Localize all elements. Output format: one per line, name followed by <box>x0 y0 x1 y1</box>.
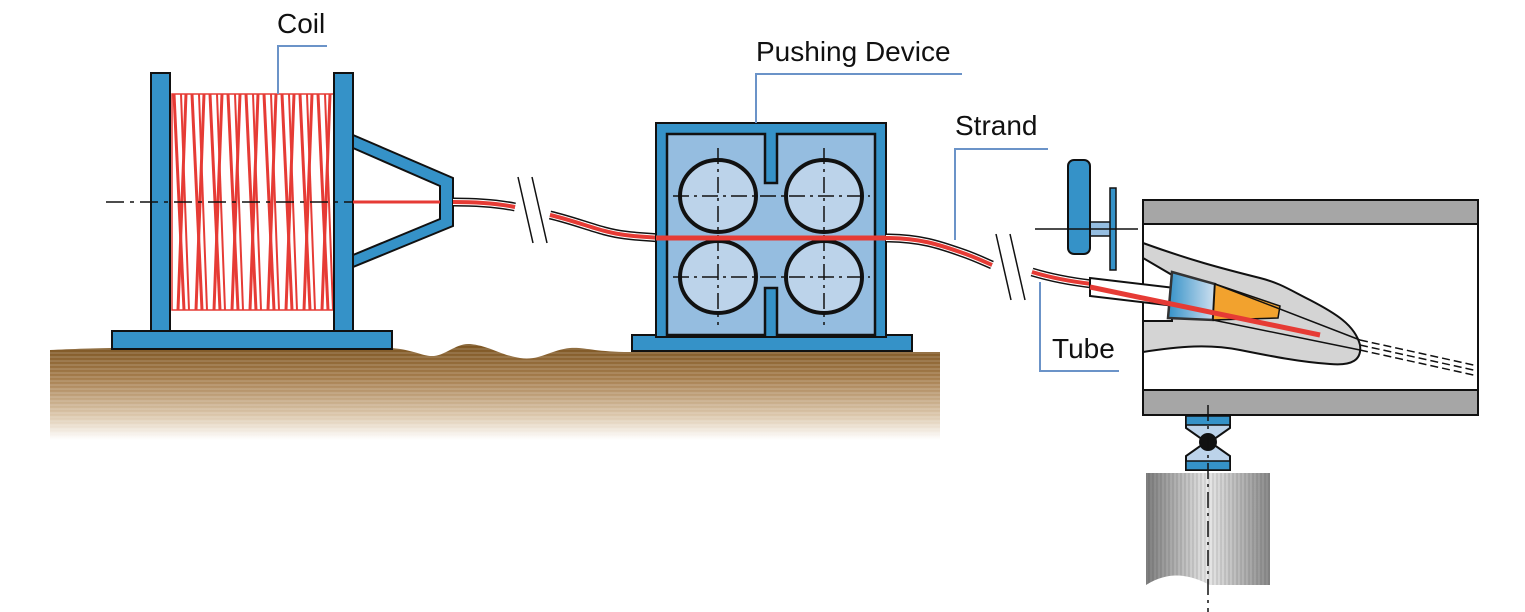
coil-base <box>111 330 393 350</box>
break-mark <box>531 176 548 244</box>
tube-assembly <box>1089 199 1479 416</box>
coil-label: Coil <box>277 8 325 39</box>
pushing-device-label: Pushing Device <box>756 36 951 67</box>
coil-assembly <box>106 72 454 350</box>
guide-wheel <box>1035 159 1138 271</box>
strand-label: Strand <box>955 110 1038 141</box>
break-mark <box>517 176 534 244</box>
strand-leader <box>954 148 1048 240</box>
tube-label: Tube <box>1052 333 1115 364</box>
tube-top-wall <box>1142 199 1479 225</box>
ground <box>50 343 940 440</box>
coil-leader <box>277 45 327 94</box>
pushing-device <box>631 122 913 352</box>
leader-lines <box>277 45 1119 372</box>
break-mark <box>995 233 1012 301</box>
break-mark <box>1009 233 1026 301</box>
pushing-device-leader <box>755 73 962 123</box>
pivot-support <box>1146 405 1270 612</box>
tube-leader <box>1039 282 1119 372</box>
strand-segment-1 <box>452 176 661 244</box>
coil-guide-cone <box>352 133 454 269</box>
tube-bottom-wall <box>1142 389 1479 416</box>
strand-segment-2 <box>885 233 1093 301</box>
